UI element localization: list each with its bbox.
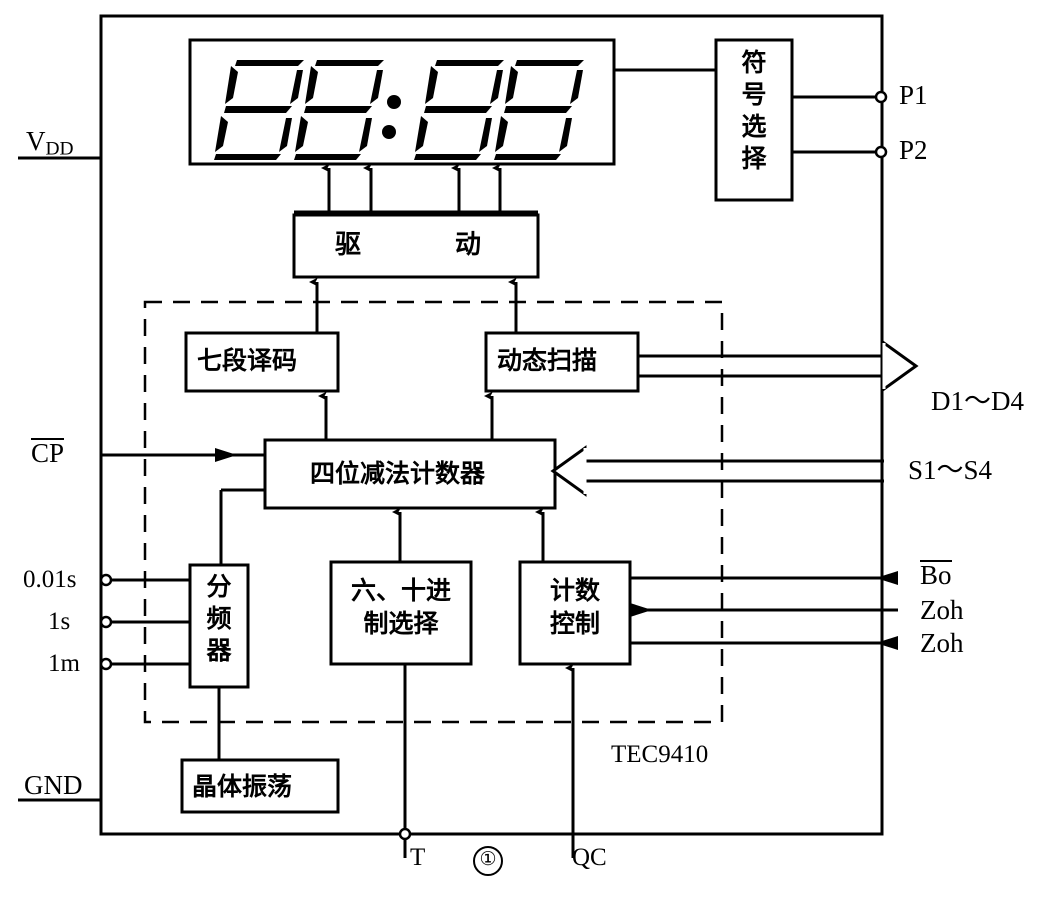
d-bus-arrowhead (882, 340, 919, 392)
symbol-select-box (714, 38, 794, 202)
pin-label-1m: 1m (48, 650, 80, 677)
base-select-label: 六、十进 制选择 (341, 578, 461, 636)
pin-label-p1: P1 (899, 80, 928, 110)
zoh2-arrowhead (876, 636, 898, 650)
symbol-select-line-1: 符 (741, 48, 767, 77)
terminal-p2 (874, 145, 888, 159)
symbol-select-label: 符 号 选 择 (737, 50, 771, 171)
display-digit-4 (494, 60, 584, 160)
count-control-line-1: 计数 (549, 576, 600, 605)
dynamic-scan-label: 动态扫描 (497, 346, 598, 375)
divider-label: 分 频 器 (204, 574, 234, 663)
divider-line-3: 器 (206, 636, 232, 665)
display-digit-3 (414, 60, 504, 160)
count-control-line-2: 控制 (549, 609, 600, 638)
pin-label-cp: CP (31, 437, 65, 468)
pin-label-zoh-1: Zoh (920, 595, 964, 625)
pin-label-qc: QC (572, 844, 607, 871)
tec9410-dashed-boundary (143, 300, 724, 724)
crystal-osc-label: 晶体振荡 (192, 772, 293, 801)
base-select-line-2: 制选择 (363, 609, 439, 638)
pin-label-001s: 0.01s (23, 566, 77, 593)
drive-label-right: 动 (455, 230, 482, 260)
s-bus-arrowhead (550, 445, 587, 497)
count-control-label: 计数 控制 (530, 578, 620, 636)
symbol-select-line-3: 选 (741, 112, 767, 141)
pin-label-zoh-2: Zoh (920, 628, 964, 658)
divider-line-1: 分 (206, 572, 232, 601)
outer-frame (99, 14, 884, 836)
drive-label-left: 驱 (335, 230, 362, 260)
chip-part-number-label: TEC9410 (611, 741, 709, 768)
display-digit-2 (294, 60, 384, 160)
figure-number: ① (473, 846, 503, 876)
terminal-1s (99, 615, 113, 629)
terminal-p1 (874, 90, 888, 104)
pin-label-gnd: GND (24, 770, 83, 800)
terminal-t (398, 827, 412, 841)
display-box (188, 38, 616, 166)
base-select-line-1: 六、十进 (350, 576, 451, 605)
pin-label-p2: P2 (899, 135, 928, 165)
crystal-osc-box (180, 758, 340, 814)
display-digit-1 (214, 60, 304, 160)
dynamic-scan-box (484, 331, 640, 393)
bus-label-d: D1～D4 (931, 386, 1024, 416)
bus-label-s: S1～S4 (908, 455, 993, 485)
seg-decode-box (184, 331, 340, 393)
zoh1-arrowhead (630, 603, 652, 617)
counter-label: 四位减法计数器 (310, 459, 486, 488)
bo-arrowhead (876, 571, 898, 585)
seg-decode-label: 七段译码 (197, 346, 298, 375)
terminal-001s (99, 573, 113, 587)
pin-label-1s: 1s (48, 608, 71, 635)
divider-line-2: 频 (206, 604, 232, 633)
pin-label-bo: Bo (920, 559, 952, 590)
drive-box (292, 213, 540, 279)
cp-arrowhead (215, 448, 237, 462)
pin-label-t: T (410, 844, 426, 871)
symbol-select-line-2: 号 (741, 80, 767, 109)
display-colon (382, 95, 401, 139)
pin-label-vdd: VDD (26, 126, 74, 160)
terminal-1m (99, 657, 113, 671)
symbol-select-line-4: 择 (741, 144, 767, 173)
